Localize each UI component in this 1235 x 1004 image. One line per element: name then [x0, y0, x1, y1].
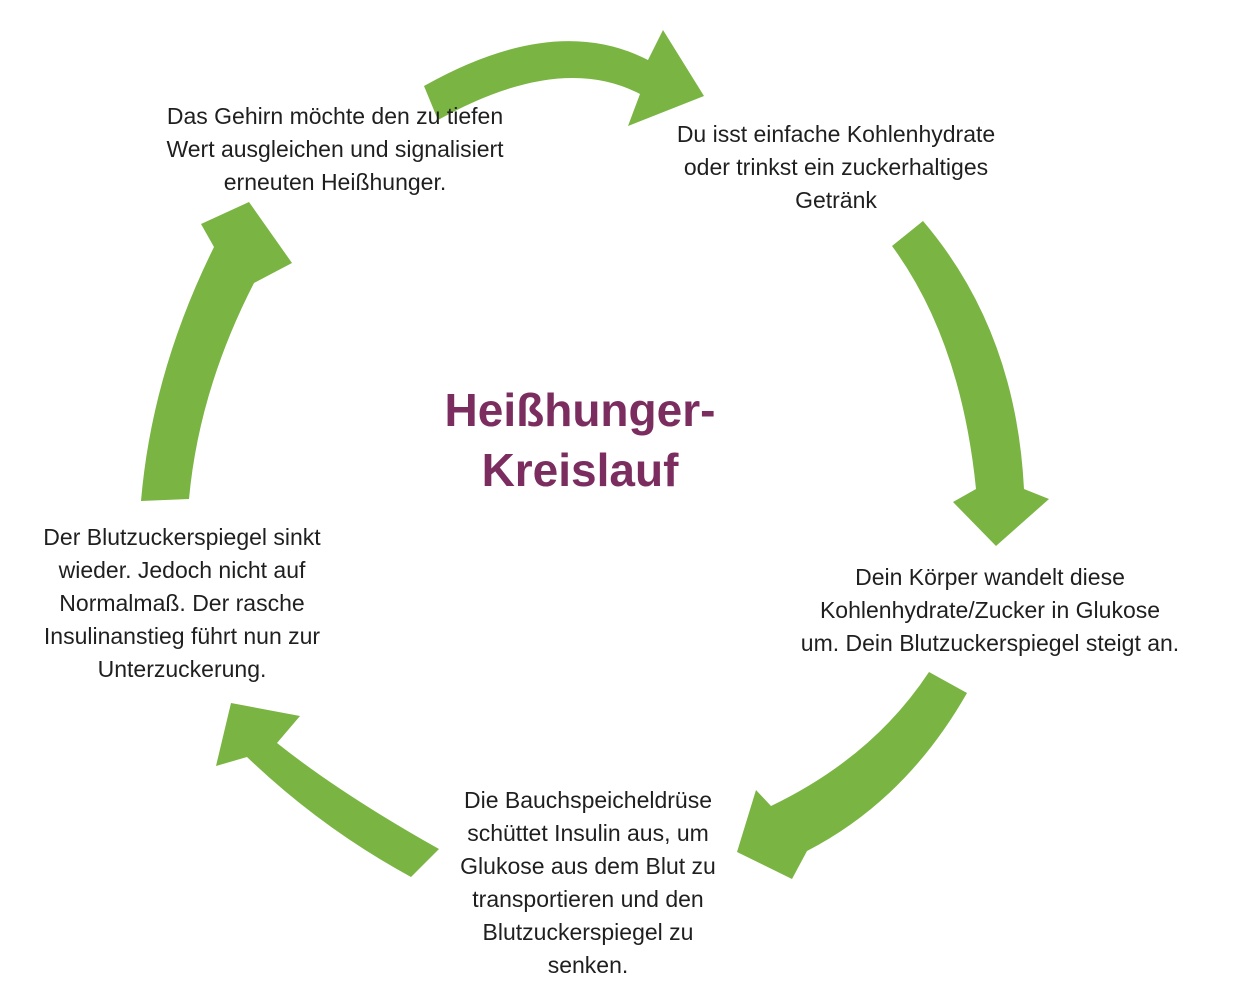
step-text-top-left: Das Gehirn möchte den zu tiefen Wert aus…	[166, 103, 504, 195]
arrow-top-icon	[424, 30, 704, 126]
arrow-left-icon	[141, 202, 292, 501]
step-text-right: Dein Körper wandelt diese Kohlenhydrate/…	[800, 564, 1180, 656]
arrow-right-icon	[892, 221, 1049, 546]
diagram-title: Heißhunger- Kreislauf	[444, 384, 716, 496]
arrow-bottom-left-icon	[216, 703, 439, 877]
step-text-top-right: Du isst einfache Kohlenhydrate oder trin…	[676, 121, 996, 213]
step-text-left: Der Blutzuckerspiegel sinkt wieder. Jedo…	[43, 524, 321, 682]
arrow-bottom-right-icon	[737, 672, 967, 879]
step-text-bottom: Die Bauchspeicheldrüse schüttet Insulin …	[460, 787, 716, 978]
